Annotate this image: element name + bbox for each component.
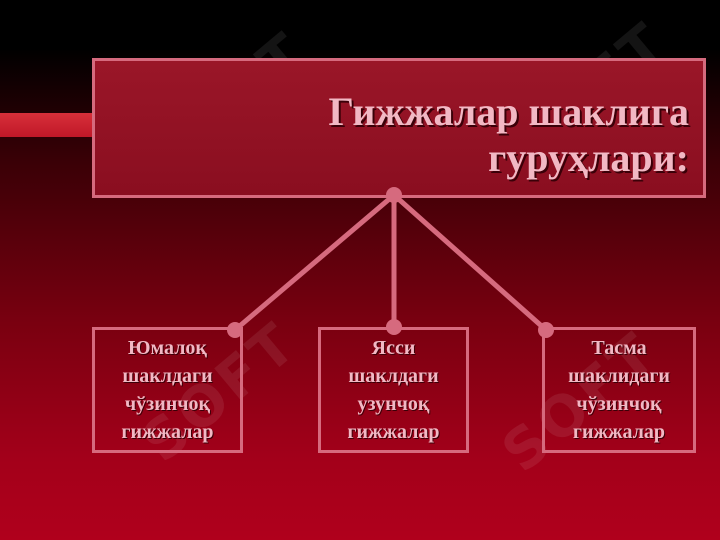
node-label: Юмалоқ шаклдаги чўзинчоқ гижжалар <box>121 337 214 443</box>
accent-bar <box>0 113 92 137</box>
node-tape-worms: Тасма шаклидаги чўзинчоқ гижжалар <box>542 327 696 453</box>
diagram-title: Гижжалар шаклига гуруҳлари: <box>328 89 690 180</box>
node-label: Ясси шаклдаги узунчоқ гижжалар <box>347 337 440 443</box>
connector-left <box>233 193 396 332</box>
node-round-worms: Юмалоқ шаклдаги чўзинчоқ гижжалар <box>92 327 243 453</box>
connector-dot-top <box>386 187 402 203</box>
node-flat-worms: Ясси шаклдаги узунчоқ гижжалар <box>318 327 469 453</box>
connector-right <box>392 193 548 332</box>
title-box: Гижжалар шаклига гуруҳлари: <box>92 58 706 198</box>
connector-dot-left <box>227 322 243 338</box>
node-label: Тасма шаклидаги чўзинчоқ гижжалар <box>568 337 670 443</box>
